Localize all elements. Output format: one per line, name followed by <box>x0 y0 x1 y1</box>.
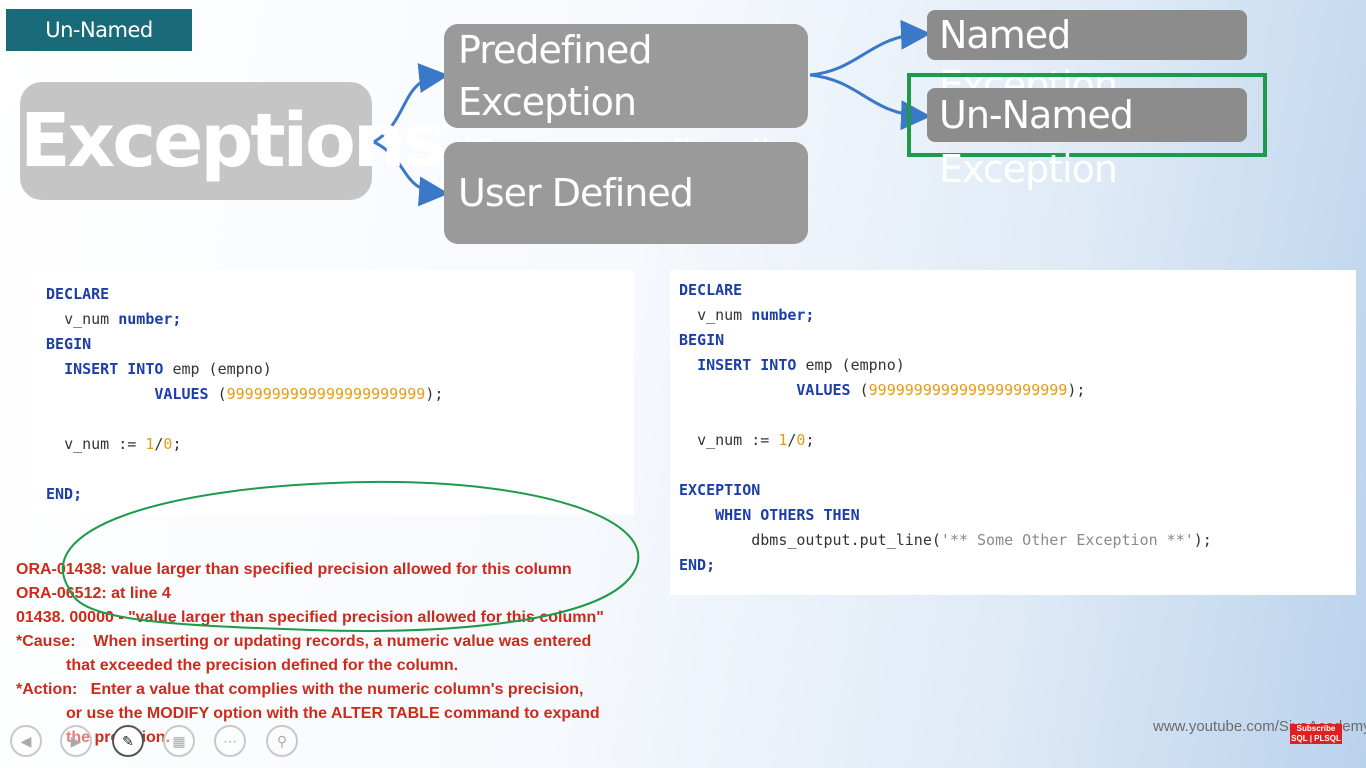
var-name: v_num <box>697 306 743 324</box>
code-block-right: DECLARE v_num number; BEGIN INSERT INTO … <box>670 270 1356 595</box>
cause-label: *Cause: <box>16 633 76 650</box>
var-name: v_num <box>64 310 110 328</box>
slides-icon: ▦ <box>172 732 186 749</box>
zoom-button[interactable]: ⚲ <box>266 725 298 757</box>
put-line-close: ); <box>1193 531 1212 549</box>
slash: / <box>154 435 164 453</box>
cause-text: When inserting or updating records, a nu… <box>93 633 592 650</box>
prev-icon: ◀ <box>20 732 32 749</box>
table-ref: emp (empno) <box>172 360 272 378</box>
semicolon: ; <box>172 435 182 453</box>
kw-values: VALUES <box>154 385 209 403</box>
kw-exception: EXCEPTION <box>679 481 761 499</box>
code-block-left: DECLARE v_num number; BEGIN INSERT INTO … <box>34 270 634 515</box>
cause-text-2: that exceeded the precision defined for … <box>66 657 459 674</box>
kw-insert: INSERT INTO <box>697 356 797 374</box>
error-output: ORA-01438: value larger than specified p… <box>16 558 636 750</box>
more-options-button[interactable]: ⋯ <box>214 725 246 757</box>
kw-when-others: WHEN OTHERS THEN <box>715 506 860 524</box>
zoom-icon: ⚲ <box>276 732 288 749</box>
put-line-call: dbms_output.put_line( <box>751 531 941 549</box>
kw-number: number; <box>118 310 182 328</box>
kw-insert: INSERT INTO <box>64 360 164 378</box>
predefined-exception-node: Predefined Exception (System Defined) <box>444 24 808 176</box>
pen-icon: ✎ <box>122 732 134 749</box>
num-one: 1 <box>145 435 155 453</box>
next-slide-button[interactable]: ▶ <box>60 725 92 757</box>
kw-end: END; <box>679 556 716 574</box>
subscribe-label: Subscribe <box>1296 724 1336 733</box>
error-cause: *Cause: When inserting or updating recor… <box>16 630 636 654</box>
action-text-3: the precision. <box>66 729 170 746</box>
prev-slide-button[interactable]: ◀ <box>10 725 42 757</box>
assign-stmt: v_num := <box>697 431 770 449</box>
num-one: 1 <box>778 431 788 449</box>
kw-begin: BEGIN <box>679 331 725 349</box>
paren-open: ( <box>217 385 227 403</box>
named-exception-node: Named Exception <box>927 10 1247 107</box>
assign-stmt: v_num := <box>64 435 137 453</box>
subscribe-topic: SQL | PLSQL <box>1291 734 1341 743</box>
kw-number: number; <box>751 306 815 324</box>
table-ref: emp (empno) <box>805 356 905 374</box>
kw-declare: DECLARE <box>46 285 110 303</box>
num-zero: 0 <box>796 431 806 449</box>
kw-begin: BEGIN <box>46 335 92 353</box>
exception-message: '** Some Other Exception **' <box>940 531 1194 549</box>
action-text-2: or use the MODIFY option with the ALTER … <box>66 705 600 722</box>
error-line-1: ORA-01438: value larger than specified p… <box>16 561 572 578</box>
big-number: 9999999999999999999999 <box>868 381 1068 399</box>
num-zero: 0 <box>163 435 173 453</box>
paren-close: ); <box>1067 381 1086 399</box>
error-action: *Action: Enter a value that complies wit… <box>16 678 636 702</box>
paren-open: ( <box>859 381 869 399</box>
slide-badge: Un-Named Exception <box>6 9 192 84</box>
kw-end: END; <box>46 485 83 503</box>
more-icon: ⋯ <box>223 732 237 749</box>
pen-tool-button[interactable]: ✎ <box>112 725 144 757</box>
annotation-circle <box>62 480 640 632</box>
big-number: 9999999999999999999999 <box>226 385 426 403</box>
action-text: Enter a value that complies with the num… <box>90 681 584 698</box>
error-line-2: ORA-06512: at line 4 <box>16 585 171 602</box>
kw-values: VALUES <box>796 381 851 399</box>
user-defined-exception-node: User Defined Exception <box>444 142 808 317</box>
next-icon: ▶ <box>70 732 82 749</box>
paren-close: ); <box>425 385 444 403</box>
subscribe-badge[interactable]: Subscribe SQL | PLSQL <box>1290 724 1342 744</box>
action-label: *Action: <box>16 681 78 698</box>
unnamed-exception-node: Un-Named Exception <box>927 88 1247 191</box>
slash: / <box>787 431 797 449</box>
slides-button[interactable]: ▦ <box>163 725 195 757</box>
highlight-frame <box>907 73 1267 157</box>
exceptions-node: Exceptions <box>20 82 447 200</box>
semicolon: ; <box>805 431 815 449</box>
kw-declare: DECLARE <box>679 281 743 299</box>
predefined-label: Predefined Exception <box>458 28 652 124</box>
diagram-arrows <box>373 19 931 207</box>
